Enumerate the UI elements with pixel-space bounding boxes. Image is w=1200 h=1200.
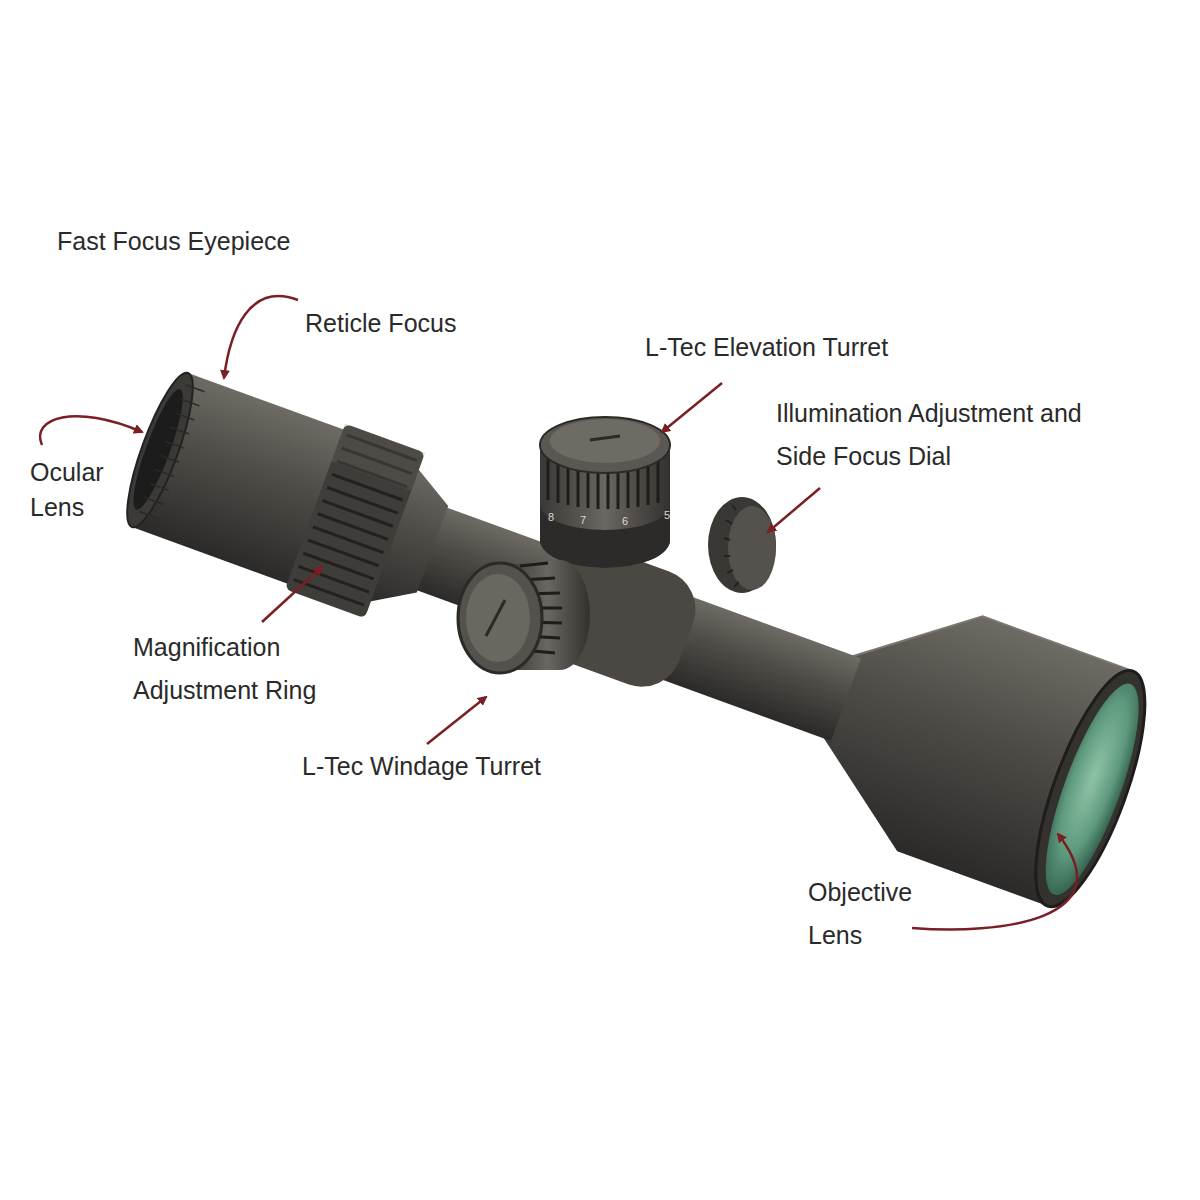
- part-label: Objective Lens: [808, 871, 938, 957]
- leader-arrows: [40, 296, 1077, 929]
- part-label: Illumination Adjustment and Side Focus D…: [776, 392, 1086, 478]
- part-label: L-Tec Windage Turret: [302, 745, 602, 788]
- part-label: Magnification Adjustment Ring: [133, 626, 363, 712]
- scope-body: [100, 326, 1167, 918]
- part-label: L-Tec Elevation Turret: [645, 326, 965, 369]
- scale-number: 6: [622, 515, 634, 527]
- elevation-turret: [540, 417, 670, 568]
- side-focus-dial: [708, 497, 776, 593]
- part-label: Reticle Focus: [305, 302, 525, 345]
- scale-number: 5: [664, 509, 676, 521]
- windage-turret: [458, 560, 590, 673]
- part-label: Ocular Lens: [30, 455, 125, 525]
- part-label: Fast Focus Eyepiece: [57, 220, 357, 263]
- scale-number: 8: [548, 511, 560, 523]
- scale-number: 7: [580, 514, 592, 526]
